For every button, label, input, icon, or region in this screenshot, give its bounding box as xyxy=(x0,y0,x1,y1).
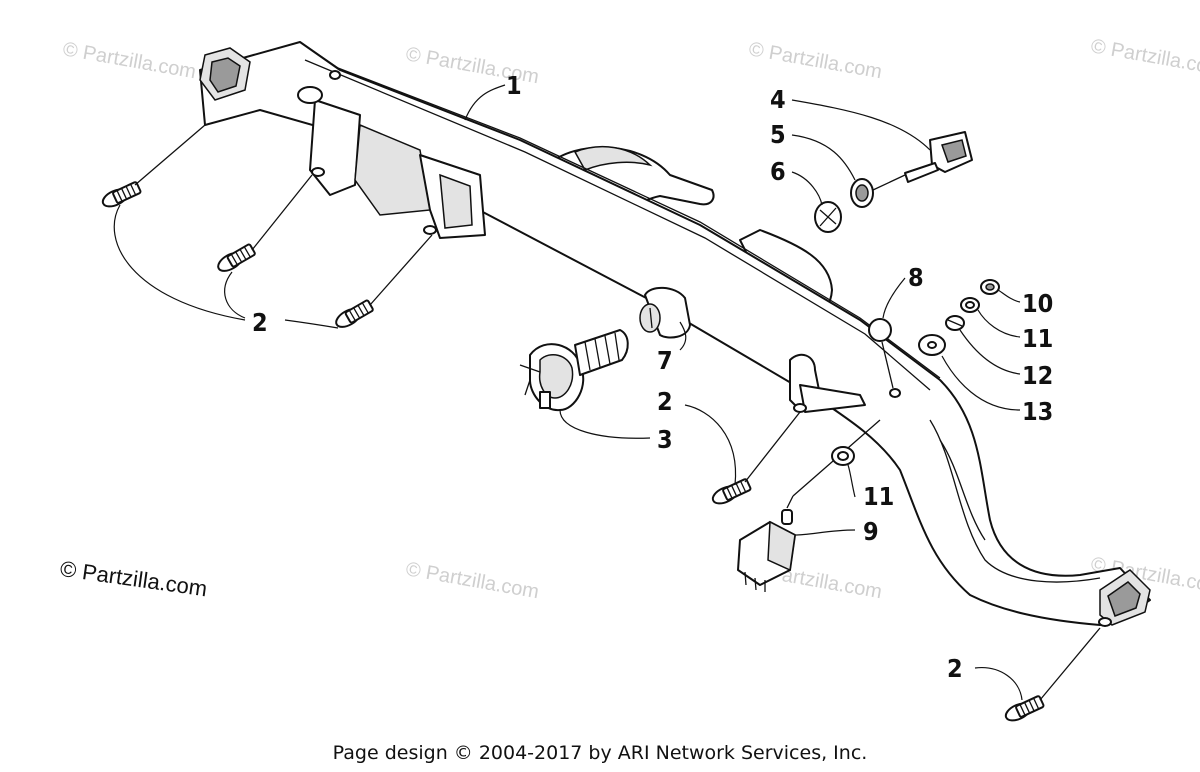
screw-icon xyxy=(217,243,256,272)
callout-3: 3 xyxy=(657,425,673,454)
watermark: © Partzilla.com xyxy=(747,38,884,83)
callout-10: 10 xyxy=(1022,289,1053,318)
alignment-line xyxy=(134,124,206,186)
callout-2: 2 xyxy=(657,387,673,416)
callout-5: 5 xyxy=(770,120,786,149)
nut-icon xyxy=(980,279,1000,295)
page-footer: Page design © 2004-2017 by ARI Network S… xyxy=(332,742,868,764)
callout-6: 6 xyxy=(770,157,786,186)
lock-washer-icon xyxy=(945,315,965,331)
callout-4: 4 xyxy=(770,85,786,114)
screw-icon xyxy=(1004,695,1045,722)
ignition-switch-icon xyxy=(519,329,629,412)
callout-7: 7 xyxy=(657,346,673,375)
leader-lines xyxy=(113,84,1023,701)
key-icon xyxy=(904,131,973,183)
screw-icon xyxy=(101,181,142,208)
washer-icon xyxy=(831,446,855,466)
callout-2: 2 xyxy=(947,654,963,683)
alignment-line xyxy=(881,341,894,389)
knob-icon xyxy=(639,286,691,339)
callout-13: 13 xyxy=(1022,397,1053,426)
console-housing xyxy=(199,41,1151,627)
callout-11: 11 xyxy=(863,482,894,511)
watermark: © Partzilla.com xyxy=(1089,35,1200,80)
watermark: © Partzilla.com xyxy=(61,38,198,83)
callout-2: 2 xyxy=(252,308,268,337)
alignment-line xyxy=(369,234,433,306)
lock-nut-icon xyxy=(814,201,842,233)
alignment-line xyxy=(872,174,906,191)
callouts: 1 2 2 2 3 4 5 6 7 8 9 10 11 11 12 13 xyxy=(252,71,1053,683)
watermarks: © Partzilla.com © Partzilla.com © Partzi… xyxy=(61,35,1200,603)
watermark: © Partzilla.com xyxy=(404,558,541,603)
washer-icon xyxy=(960,297,980,313)
alignment-line xyxy=(251,174,313,251)
alignment-line xyxy=(744,411,801,483)
key-bezel-icon xyxy=(850,178,874,208)
flat-washer-icon xyxy=(918,334,946,356)
callout-8: 8 xyxy=(908,263,924,292)
alignment-line xyxy=(1039,627,1101,701)
toggle-switch-icon xyxy=(737,495,796,592)
screw-icon xyxy=(711,478,752,505)
screw-icon xyxy=(335,299,374,328)
callout-12: 12 xyxy=(1022,361,1053,390)
callout-9: 9 xyxy=(863,517,879,546)
callout-11: 11 xyxy=(1022,324,1053,353)
callout-1: 1 xyxy=(506,71,522,100)
plug-icon xyxy=(868,318,892,342)
